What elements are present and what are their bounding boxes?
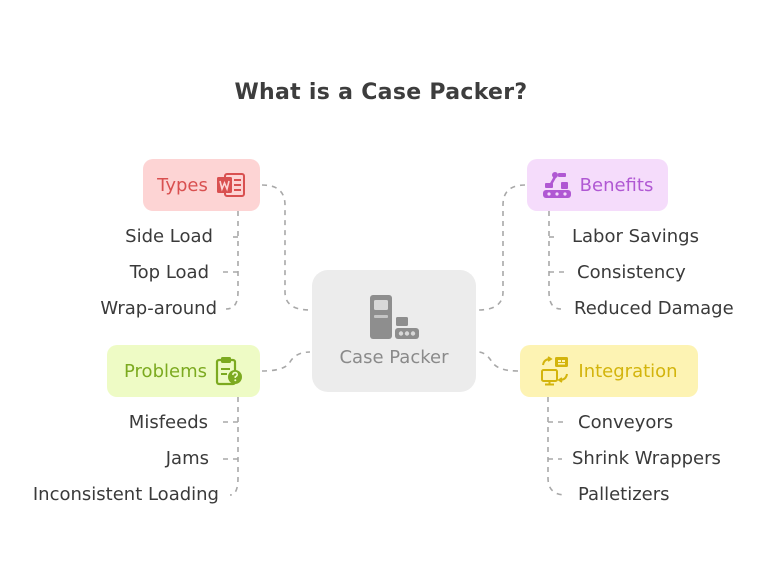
center-node[interactable]: Case Packer bbox=[312, 270, 476, 392]
connector-types-leaves bbox=[225, 211, 239, 310]
connector-benefits-center bbox=[477, 184, 526, 311]
branch-node-problems[interactable]: Problems bbox=[107, 345, 260, 397]
branch-label-types: Types bbox=[157, 174, 208, 196]
leaf-types-wrap-around: Wrap-around bbox=[100, 298, 217, 319]
branch-node-integration[interactable]: Integration bbox=[520, 345, 698, 397]
robot-arm-conveyor-icon bbox=[542, 171, 572, 199]
leaf-problems-jams: Jams bbox=[165, 448, 209, 469]
connector-problems-leaves bbox=[229, 397, 239, 496]
connector-benefits-leaves bbox=[548, 211, 562, 310]
leaf-integration-conveyors: Conveyors bbox=[578, 412, 674, 433]
case-packer-machine-icon bbox=[368, 294, 420, 341]
leaf-types-side-load: Side Load bbox=[125, 226, 213, 247]
connector-integration-leaves bbox=[547, 397, 567, 496]
word-document-icon bbox=[216, 172, 246, 198]
center-label: Case Packer bbox=[339, 346, 449, 368]
connector-integration-center bbox=[477, 351, 519, 372]
leaf-benefits-consistency: Consistency bbox=[577, 262, 686, 283]
clipboard-question-icon bbox=[215, 356, 243, 386]
leaf-benefits-labor-savings: Labor Savings bbox=[572, 226, 699, 247]
leaf-integration-palletizers: Palletizers bbox=[578, 484, 670, 505]
leaf-problems-misfeeds: Misfeeds bbox=[128, 412, 208, 433]
leaf-types-top-load: Top Load bbox=[129, 262, 209, 283]
diagram-title: What is a Case Packer? bbox=[234, 80, 528, 105]
branch-label-integration: Integration bbox=[578, 360, 678, 382]
branch-node-types[interactable]: Types bbox=[143, 159, 260, 211]
monitor-sync-icon bbox=[540, 356, 570, 386]
connector-types-center bbox=[261, 184, 311, 311]
branch-label-problems: Problems bbox=[124, 360, 207, 382]
connector-problems-center bbox=[261, 351, 311, 372]
branch-node-benefits[interactable]: Benefits bbox=[527, 159, 668, 211]
leaf-problems-inconsistent-loading: Inconsistent Loading bbox=[32, 484, 219, 505]
leaf-benefits-reduced-damage: Reduced Damage bbox=[574, 298, 734, 319]
leaf-integration-shrink-wrappers: Shrink Wrappers bbox=[572, 448, 721, 469]
branch-label-benefits: Benefits bbox=[579, 174, 654, 196]
